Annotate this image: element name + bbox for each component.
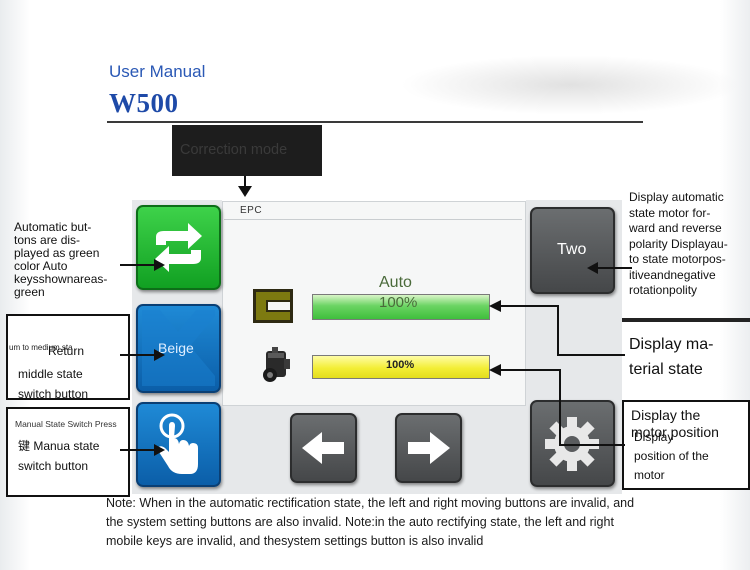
screen-title: EPC [240,205,263,216]
motor-line-vertical [559,369,561,445]
middle-annotation-text: middle state switch button [18,367,89,401]
polarity-button[interactable]: Two [530,207,615,294]
auto-progress-bar [312,294,490,320]
material-annotation: Display ma- terial state [629,336,714,378]
polarity-annotation-arrow [587,262,632,274]
motor-position-annotation-box [622,400,750,490]
motor-progress-bar [312,355,490,379]
motor-icon [263,347,290,382]
auto-switch-button[interactable] [136,205,221,290]
material-line-top [500,305,558,307]
model-title: W500 [109,88,179,118]
correction-mode-box [172,125,322,176]
move-right-button[interactable] [395,413,462,483]
note-text: Note: When in the automatic rectificatio… [106,496,635,548]
manual-state-button[interactable] [136,402,221,487]
polarity-annotation: Display automatic state motor for- ward … [629,190,728,297]
arrow-right-icon [408,432,450,464]
arrow-left-icon [302,432,344,464]
motor-progress-fill [313,356,489,378]
material-line-vertical [557,305,559,355]
auto-button-annotation: Automatic but- tons are dis- played as g… [14,220,108,299]
manual-annotation-text: 键 Manua state switch button [18,439,100,473]
material-arrow-head [489,300,501,312]
middle-annotation-small: um to medium sta [9,343,73,352]
refresh-arrows-icon [155,223,202,272]
return-icon [142,310,215,386]
material-edge-icon [253,289,293,323]
auto-progress-fill [313,295,489,319]
middle-button-annotation-box [6,314,130,400]
mode-arrow-head [238,186,252,197]
middle-button-text: Beige [158,340,194,356]
material-line-horizontal [557,354,625,356]
manual-annotation-arrow [120,444,165,456]
auto-percent-label: 100% [379,294,418,311]
motor-position-annotation: Display position of the motor [634,430,709,482]
auto-annotation-arrow [120,259,165,271]
motor-arrow-head [489,364,501,376]
hand-pointer-icon [157,413,198,474]
manual-annotation-small: Manual State Switch Press [15,419,117,429]
screen-title-divider [224,219,522,220]
middle-state-button[interactable]: Beige [136,304,221,393]
motor-line-top [500,369,560,371]
move-left-button[interactable] [290,413,357,483]
middle-annotation-arrow [120,349,165,361]
motor-position-overlay: Display the motor position [631,407,719,440]
manual-button-annotation-box [6,407,130,497]
motor-line-horizontal [559,444,625,446]
middle-annotation-return: Return [48,344,85,358]
polarity-button-label: Two [557,241,587,258]
correction-mode-label: Correction mode [180,142,288,158]
manual-label: User Manual [109,62,206,81]
header-rule [107,121,643,123]
bottom-button-panel [222,400,526,494]
settings-button[interactable] [530,400,615,487]
right-middle-divider [622,318,750,322]
motor-percent-label: 100% [386,359,415,371]
auto-mode-label: Auto [379,274,412,291]
mode-arrow-line [244,176,246,190]
background-haze [400,55,740,115]
